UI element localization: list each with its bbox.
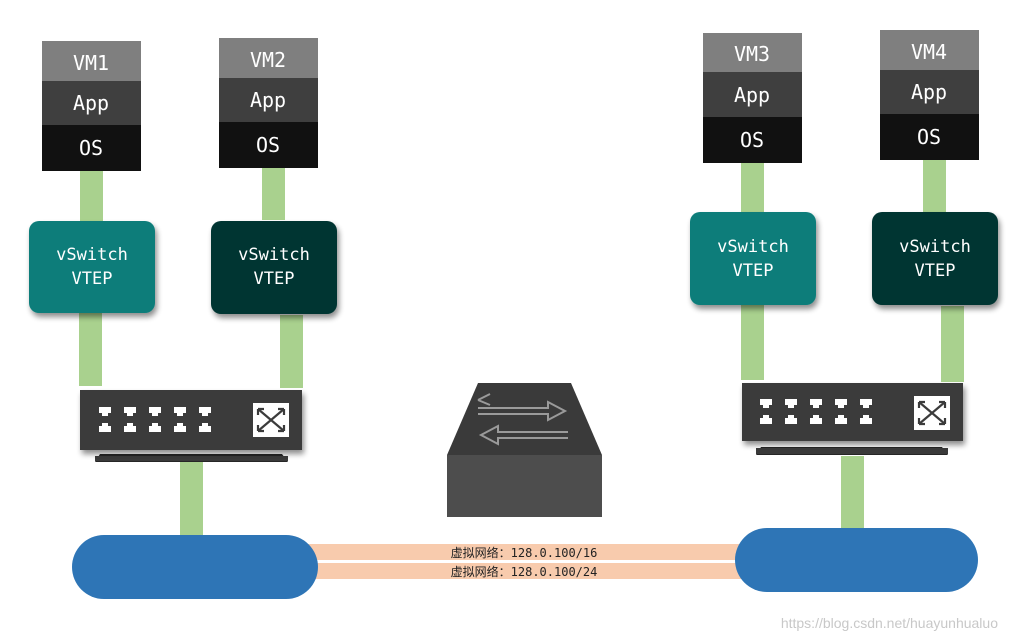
vm3-label: VM3 (734, 42, 770, 66)
virtual-network-label-2: 虚拟网络：128.0.100/24 (451, 564, 598, 579)
vm1-stack: VM1 App OS (42, 41, 141, 171)
tunnel-1 (300, 544, 745, 560)
link-switch-left-network (180, 462, 203, 537)
watermark: https://blog.csdn.net/huayunhualuo (781, 615, 998, 631)
link-vm3-vswitch3 (741, 163, 764, 213)
vm1-app-label: App (73, 91, 109, 115)
vm3-stack: VM3 App OS (703, 33, 802, 163)
network-cloud-icon (72, 535, 318, 599)
link-vswitch4-switch (941, 306, 964, 382)
vm4-label: VM4 (911, 40, 947, 64)
vswitch1-label: vSwitch (56, 245, 128, 265)
vswitch3-label: vSwitch (717, 237, 789, 257)
vm3-os-label: OS (740, 128, 764, 152)
link-vm2-vswitch2 (262, 168, 285, 220)
vm1-label: VM1 (73, 51, 109, 75)
vm2-app-label: App (250, 88, 286, 112)
vswitch4-vtep-label: VTEP (915, 261, 956, 281)
vm2-stack: VM2 App OS (219, 38, 318, 168)
vswitch4: vSwitch VTEP (872, 212, 998, 305)
tunnel-2 (300, 563, 745, 579)
layer3-switch-icon (447, 383, 602, 517)
vm4-app-label: App (911, 80, 947, 104)
vm2-label: VM2 (250, 48, 286, 72)
vswitch2-vtep-label: VTEP (254, 269, 295, 289)
network-cloud-icon (735, 528, 978, 592)
vswitch1: vSwitch VTEP (29, 221, 155, 313)
network-switch-icon (80, 390, 302, 462)
vm2-os-label: OS (256, 133, 280, 157)
vswitch1-vtep-label: VTEP (72, 269, 113, 289)
network-switch-icon (742, 383, 963, 455)
virtual-network-label-1: 虚拟网络：128.0.100/16 (451, 545, 598, 560)
link-vm4-vswitch4 (923, 160, 946, 212)
vswitch2: vSwitch VTEP (211, 221, 337, 314)
vm4-stack: VM4 App OS (880, 30, 979, 160)
vm3-app-label: App (734, 83, 770, 107)
link-vswitch3-switch (741, 305, 764, 380)
vswitch4-label: vSwitch (899, 237, 971, 257)
link-switch-right-network (841, 456, 864, 529)
links (79, 160, 964, 537)
vswitch3-vtep-label: VTEP (733, 261, 774, 281)
vswitch2-label: vSwitch (238, 245, 310, 265)
vswitch3: vSwitch VTEP (690, 212, 816, 305)
link-vswitch1-switch (79, 313, 102, 386)
virtual-network-tunnels: 虚拟网络：128.0.100/16 虚拟网络：128.0.100/24 (300, 544, 745, 579)
vm1-os-label: OS (79, 136, 103, 160)
link-vswitch2-switch (280, 315, 303, 388)
vm4-os-label: OS (917, 125, 941, 149)
link-vm1-vswitch1 (80, 171, 103, 222)
